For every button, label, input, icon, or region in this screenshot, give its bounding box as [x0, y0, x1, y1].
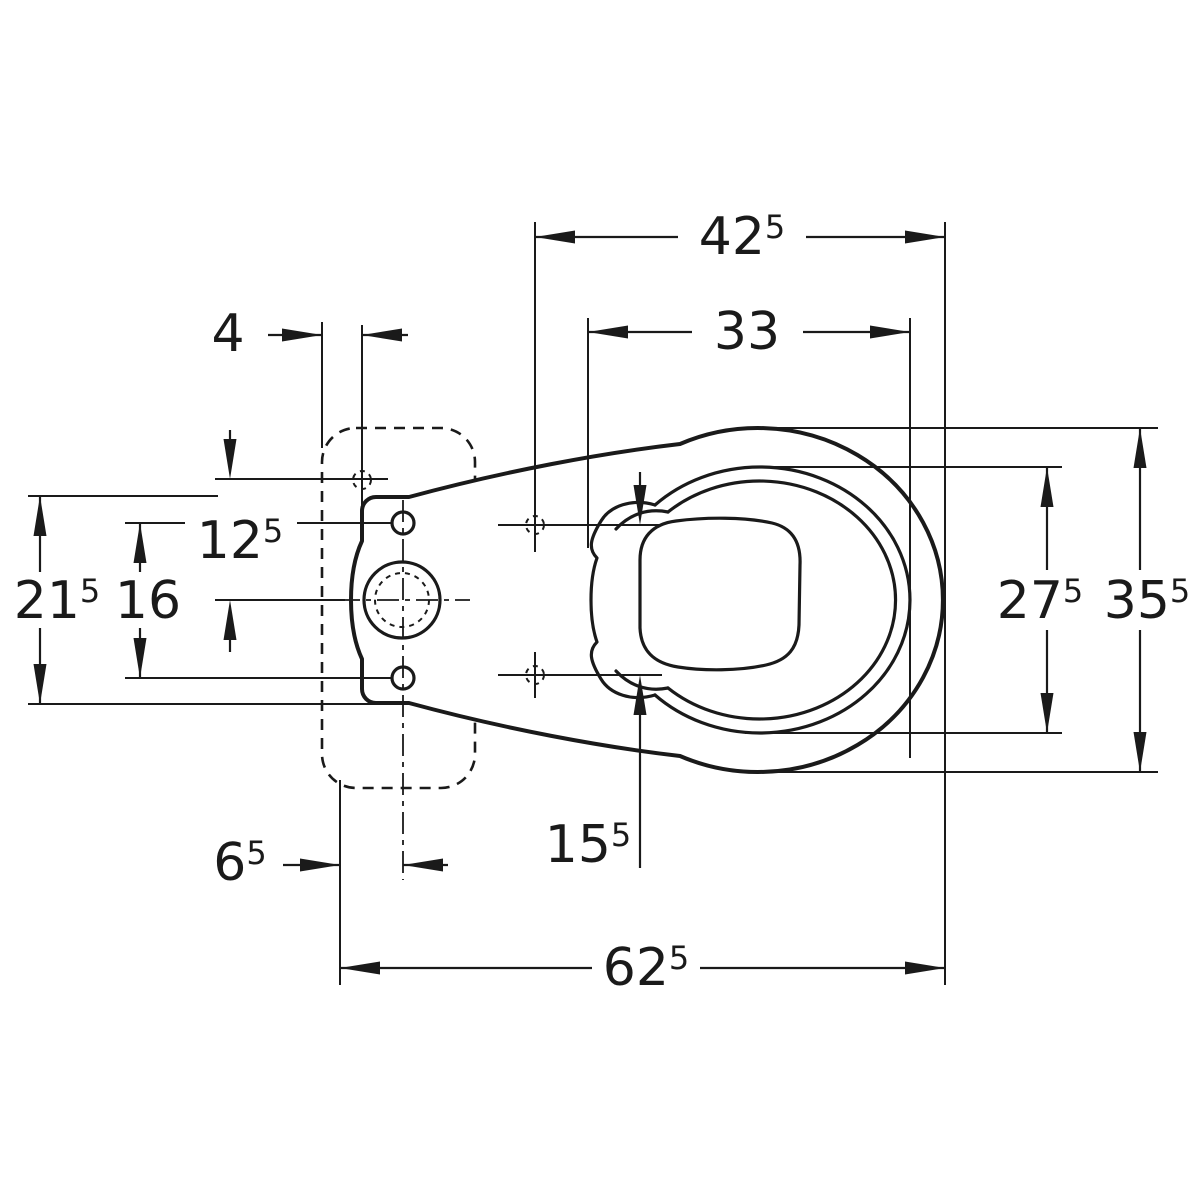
arrowhead-up	[133, 523, 147, 563]
dim-42-5: 425	[535, 207, 945, 267]
extension-lines	[28, 222, 1158, 985]
bowl-water-opening	[638, 516, 802, 672]
dim-label-16: 16	[115, 571, 181, 631]
arrowhead-left	[535, 230, 575, 244]
arrowhead-left-pointing	[403, 858, 443, 872]
arrowhead-right	[870, 325, 910, 339]
arrowhead-up	[223, 600, 237, 640]
dim-35-5: 355	[1104, 428, 1191, 772]
dim-label-6-5: 65	[213, 833, 266, 893]
arrowhead-down	[223, 439, 237, 479]
dim-label-4: 4	[211, 304, 244, 364]
dim-label-42-5: 425	[699, 207, 786, 267]
dim-label-15-5: 155	[545, 815, 632, 875]
arrowhead-down	[1133, 732, 1147, 772]
dim-62-5: 625	[340, 938, 945, 998]
dim-21-5: 215	[14, 496, 101, 704]
dim-27-5: 275	[997, 467, 1084, 733]
arrowhead-up	[1133, 428, 1147, 468]
arrowhead-right-pointing	[282, 328, 322, 342]
label-mask	[185, 512, 297, 568]
rim-back-contour	[589, 500, 657, 700]
arrowhead-left	[340, 961, 380, 975]
arrowhead-down	[1040, 693, 1054, 733]
dim-label-12-5: 125	[197, 511, 284, 571]
arrowhead-left	[588, 325, 628, 339]
cistern-plate-hidden-outline	[320, 426, 477, 790]
dim-16: 16	[115, 523, 181, 678]
dim-label-27-5: 275	[997, 571, 1084, 631]
dim-33: 33	[588, 302, 910, 362]
dim-12-5: 125	[185, 430, 297, 652]
arrowhead-down	[133, 638, 147, 678]
arrowhead-right	[905, 230, 945, 244]
rim-inner-edge	[666, 479, 898, 721]
arrowhead-left-pointing	[362, 328, 402, 342]
arrowhead-down	[633, 485, 647, 525]
arrowhead-right	[905, 961, 945, 975]
dim-label-62-5: 625	[603, 938, 690, 998]
dim-4: 4	[211, 304, 408, 364]
arrowhead-up	[33, 496, 47, 536]
arrowhead-right-pointing	[300, 858, 340, 872]
dim-15-5: 155	[545, 472, 647, 875]
arrowhead-down	[33, 664, 47, 704]
dim-label-33: 33	[714, 302, 780, 362]
dim-6-5: 65	[213, 833, 448, 893]
arrowhead-up	[633, 675, 647, 715]
dim-label-21-5: 215	[14, 571, 101, 631]
arrowhead-up	[1040, 467, 1054, 507]
dim-label-35-5: 355	[1104, 571, 1191, 631]
